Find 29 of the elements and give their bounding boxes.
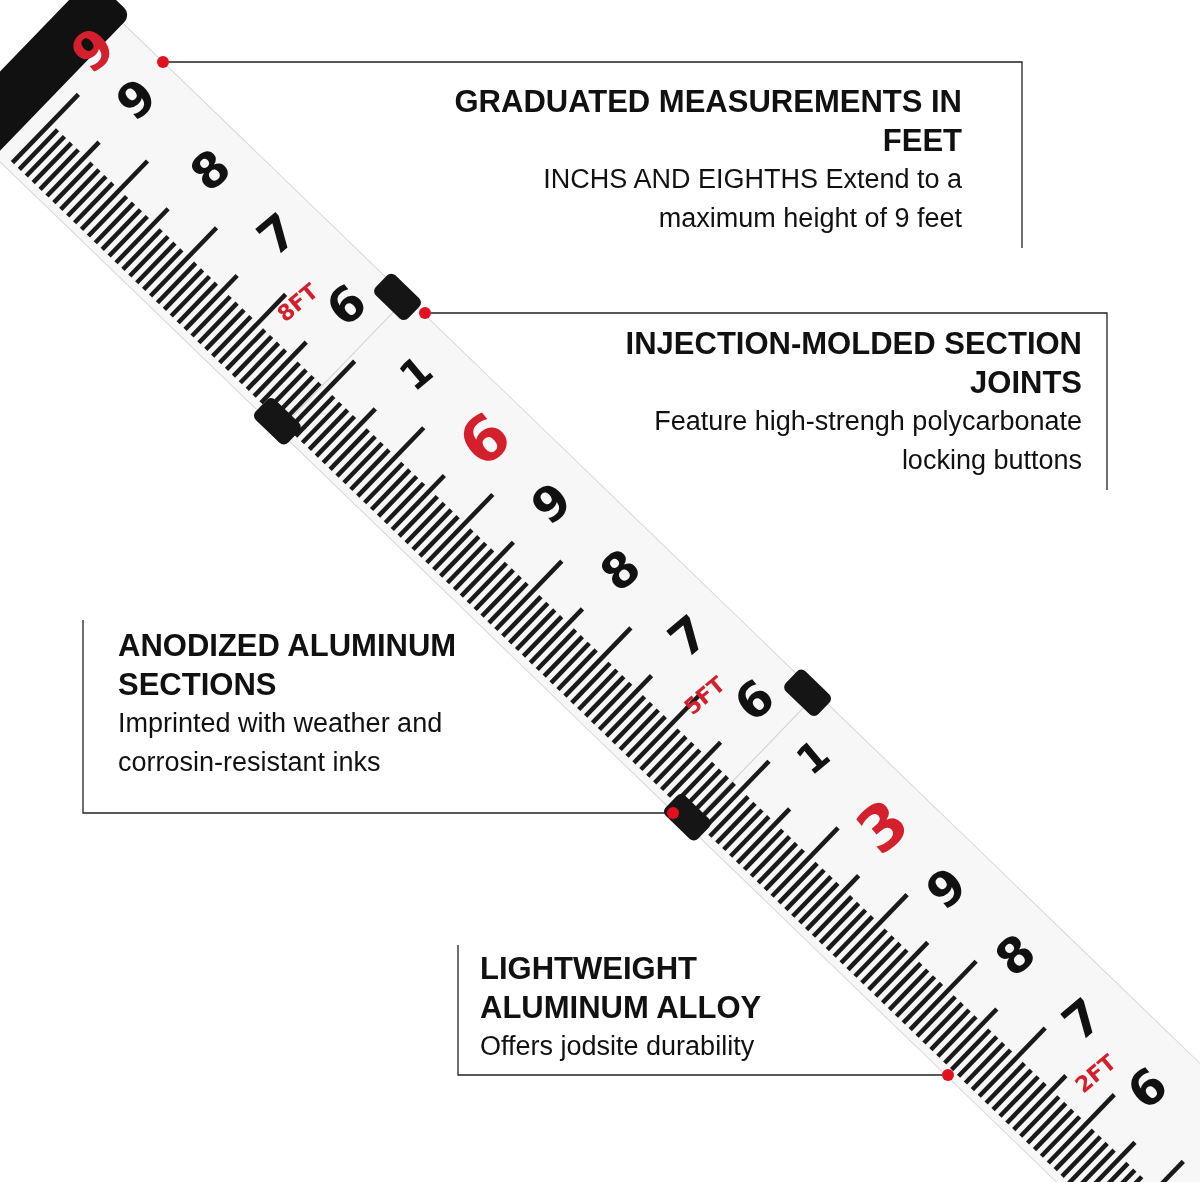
marker-dot <box>419 307 431 319</box>
callout-heading: INJECTION-MOLDED SECTION JOINTS <box>624 325 1082 402</box>
scale-number: 3 <box>846 789 920 865</box>
scale-number: 6 <box>448 402 522 478</box>
scale-number: 1 <box>789 732 837 781</box>
scale-number: 6 <box>317 276 374 335</box>
scale-number: 1 <box>392 349 440 398</box>
marker-dot <box>157 56 169 68</box>
callout-description: Imprinted with weather and corrosin-resistant inks <box>118 707 444 779</box>
leader-line <box>168 61 1023 249</box>
scale-number: 9 <box>918 858 975 918</box>
callout-description: Offers jodsite durability <box>480 1030 756 1063</box>
scale-number: 8 <box>591 540 648 599</box>
leader-line <box>430 312 1108 491</box>
scale-number: 6 <box>726 670 783 729</box>
leader-line <box>82 619 668 814</box>
callout-heading: ANODIZED ALUMINUM SECTIONS <box>118 627 458 704</box>
leader-line <box>457 944 943 1076</box>
callout-description: Feature high-strengh polycarbonate locking buttons <box>653 405 1082 477</box>
callout-heading: LIGHTWEIGHT ALUMINUM ALLOY <box>480 950 763 1027</box>
callout-description: INCHS AND EIGHTHS Extend to a maximum height of 9 feet <box>542 163 962 235</box>
scale-number: 8 <box>181 140 238 199</box>
scale-number: 9 <box>522 474 579 533</box>
scale-number: 7 <box>659 606 717 665</box>
scale-number: 6 <box>1118 1059 1175 1118</box>
scale-number: 7 <box>248 205 305 264</box>
scale-number: 8 <box>987 925 1044 984</box>
scale-number: 7 <box>1053 989 1110 1048</box>
callout-heading: GRADUATED MEASUREMENTS IN FEET <box>453 83 962 160</box>
